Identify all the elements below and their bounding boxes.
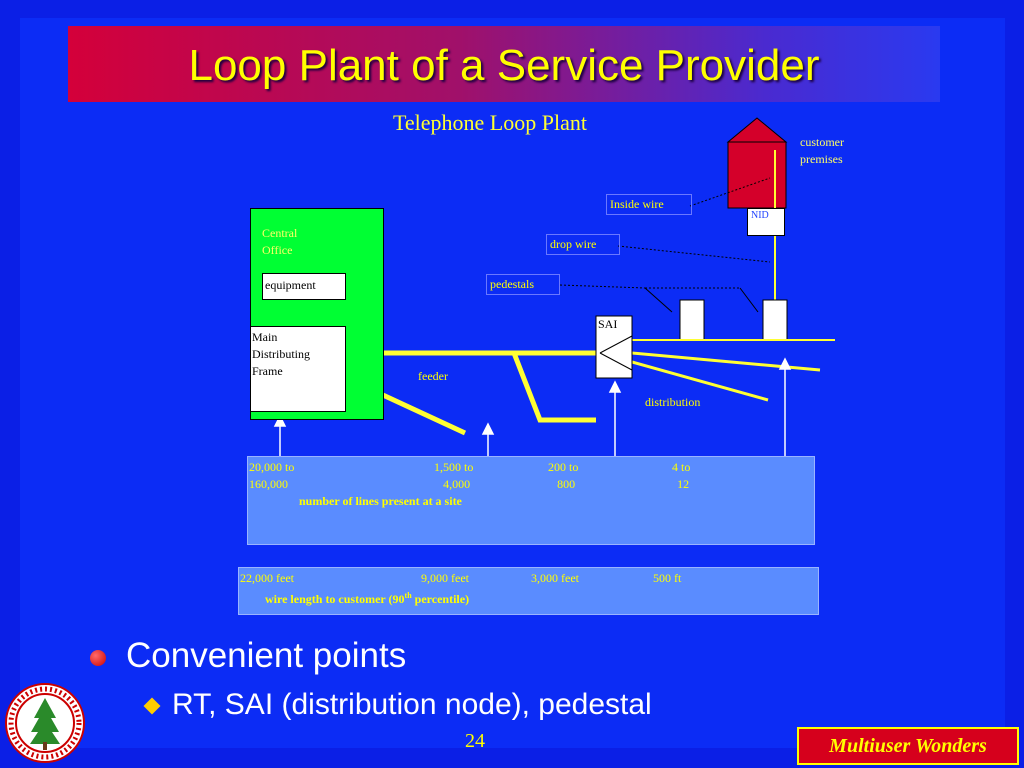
feeder-label: feeder [418, 369, 448, 383]
slide-title: Loop Plant of a Service Provider [188, 41, 820, 90]
distribution-line-1 [631, 351, 821, 372]
distribution-line-2 [631, 360, 769, 402]
wire-value-3: 3,000 feet [531, 571, 579, 585]
distribution-label: distribution [645, 395, 701, 409]
central-office-label: Central Office [262, 226, 298, 257]
lines-value-1: 20,000 to 160,000 [249, 460, 295, 491]
bullet-text: Convenient points [126, 636, 407, 675]
equipment-box: equipment [262, 273, 346, 300]
feeder-line-branch [511, 352, 596, 423]
sai-label: SAI [598, 317, 618, 331]
upward-arrows [273, 357, 792, 456]
sai-fan-2 [599, 352, 633, 371]
lines-caption: number of lines present at a site [299, 494, 462, 508]
sub-bullet-text: RT, SAI (distribution node), pedestal [172, 688, 652, 721]
pedestals-pointer-a [559, 284, 646, 289]
wire-panel: 22,000 feet 9,000 feet 3,000 feet 500 ft… [238, 567, 819, 615]
sai-fan-1 [599, 335, 633, 354]
nid-label: NID [751, 210, 769, 221]
inside-wire-label: Inside wire [606, 194, 692, 215]
house-body [727, 141, 787, 209]
pedestal-2 [762, 299, 788, 341]
pedestals-label: pedestals [486, 274, 560, 295]
mdf-label: Main Distributing Frame [252, 330, 311, 378]
pedestal-1 [679, 299, 705, 341]
bullet-dot-icon [90, 650, 106, 666]
diagram-subtitle: Telephone Loop Plant [393, 110, 587, 135]
lines-value-3: 200 to 800 [548, 460, 579, 491]
lines-value-2: 1,500 to 4,000 [434, 460, 474, 491]
lines-value-4: 4 to 12 [672, 460, 691, 491]
slide-inner-background [20, 18, 1005, 748]
equipment-label: equipment [265, 278, 316, 292]
sai-label-bg: SAI [597, 317, 623, 332]
nid-box: NID [747, 208, 785, 236]
lines-panel: 20,000 to 160,000 1,500 to 4,000 200 to … [247, 456, 815, 545]
house-roof [726, 117, 788, 143]
wire-value-2: 9,000 feet [421, 571, 469, 585]
customer-premises-label: customer premises [800, 135, 844, 166]
footer-badge: Multiuser Wonders [797, 727, 1019, 765]
wire-value-4: 500 ft [653, 571, 682, 585]
sai-box [595, 315, 633, 379]
pedestals-pointer-b [644, 287, 673, 313]
wire-caption: wire length to customer (90th percentile… [265, 591, 470, 606]
wire-value-1: 22,000 feet [240, 571, 294, 585]
pedestals-pointer-d [739, 287, 759, 313]
drop-wire-pointer [617, 245, 771, 263]
drop-wire-label: drop wire [546, 234, 620, 255]
title-bar [68, 26, 940, 102]
university-seal-icon [5, 683, 85, 763]
mdf-box: Main Distributing Frame [250, 326, 346, 412]
page-number: 24 [465, 730, 485, 752]
